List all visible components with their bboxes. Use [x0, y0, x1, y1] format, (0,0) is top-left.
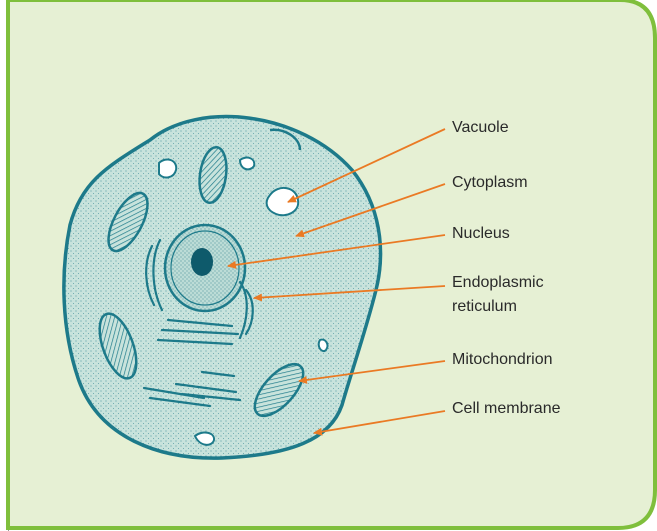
label-er-line2: reticulum [452, 295, 602, 319]
label-cytoplasm: Cytoplasm [452, 171, 528, 195]
label-cell-membrane: Cell membrane [452, 397, 560, 421]
label-nucleus: Nucleus [452, 222, 510, 246]
label-vacuole: Vacuole [452, 116, 509, 140]
label-er-line1: Endoplasmic [452, 271, 602, 295]
label-mitochondrion: Mitochondrion [452, 348, 553, 372]
label-endoplasmic-reticulum: Endoplasmic reticulum [452, 271, 602, 319]
nucleus [165, 225, 245, 311]
